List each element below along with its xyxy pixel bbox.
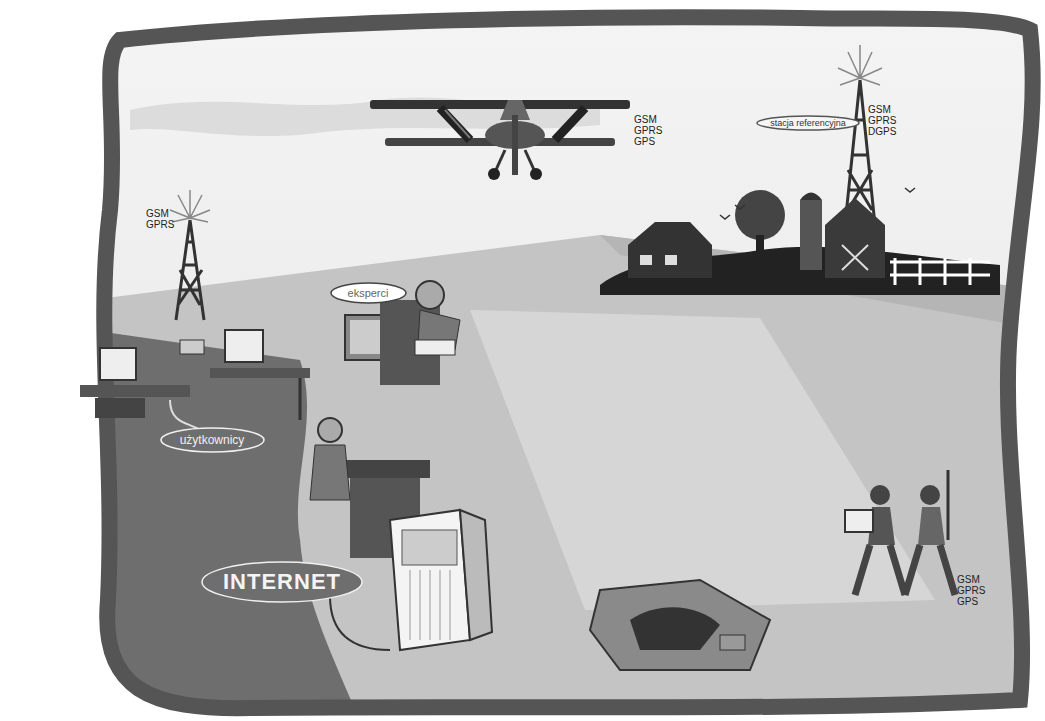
farm-part [842, 245, 868, 270]
field-survey-people-part [845, 510, 873, 532]
field-survey-people-part [855, 545, 905, 595]
experts-desk-part [416, 281, 444, 309]
antenna-tower-left [170, 190, 210, 320]
network-label: GSM GPRS GPS [957, 574, 985, 607]
farm-part [628, 222, 712, 278]
field-survey-people-part [947, 470, 950, 540]
field-survey-people-part [905, 545, 955, 595]
oval-label: INTERNET [201, 561, 363, 603]
farm-part [665, 255, 677, 265]
user-workstations-part [80, 385, 190, 397]
oval-text: eksperci [348, 287, 389, 299]
light-cone [470, 310, 935, 610]
server-part [390, 510, 470, 650]
oval-label: eksperci [330, 282, 407, 304]
soil-sampling-part [590, 580, 770, 670]
antenna-tower-left-part [170, 190, 210, 222]
oval-text: stacja referencyjna [770, 118, 846, 128]
server-part [330, 596, 390, 650]
airplane-part [440, 108, 470, 140]
experts-desk-part [415, 340, 455, 355]
farm-part [800, 193, 822, 201]
airplane [370, 100, 630, 180]
oval-text: użytkownicy [180, 433, 245, 447]
server-part [460, 510, 492, 640]
user-workstations-part [100, 348, 136, 380]
field-survey-people-part [920, 485, 940, 505]
antenna-tower-right-part [838, 45, 882, 85]
antenna-tower-left-part [176, 220, 204, 320]
oval-shape [331, 283, 406, 303]
airplane-part [488, 168, 500, 180]
user-workstations-part [225, 330, 263, 362]
network-label: GSM GPRS [146, 208, 174, 230]
oval-shape [161, 428, 264, 452]
farm-part [895, 258, 970, 285]
farm [600, 188, 1000, 295]
soil-sampling [590, 580, 770, 670]
farm-part [640, 255, 652, 265]
field-survey-people [845, 470, 955, 595]
field-survey-people-part [918, 507, 945, 545]
user-workstations-part [210, 368, 310, 378]
airplane-part [370, 100, 630, 109]
oval-shape [202, 562, 362, 602]
farm-part [890, 262, 990, 275]
user-workstations-part [299, 378, 302, 420]
experts-desk-part [310, 445, 350, 500]
server-part [410, 570, 450, 640]
field [90, 235, 1045, 721]
field-survey-people-part [870, 485, 890, 505]
user-workstations-part [95, 398, 145, 418]
network-label: GSM GPRS GPS [634, 114, 662, 147]
user-workstations [80, 330, 310, 440]
network-label: GSM GPRS DGPS [868, 104, 896, 137]
farm-part [735, 190, 785, 240]
airplane-part [530, 168, 542, 180]
soil-sampling-part [720, 635, 745, 650]
oval-label: użytkownicy [160, 427, 265, 453]
oval-text: INTERNET [223, 569, 341, 595]
soil-sampling-part [630, 607, 720, 650]
farm-part [720, 188, 915, 219]
server-part [402, 530, 457, 565]
farm-part [756, 235, 764, 265]
airplane-part [445, 110, 470, 138]
frame [104, 17, 1032, 708]
airplane-part [555, 108, 585, 140]
airplane-part [512, 115, 518, 175]
farm-part [825, 198, 885, 278]
user-workstations-part [180, 340, 204, 354]
experts-desk-part [318, 418, 342, 442]
farm-part [800, 200, 822, 270]
oval-label: stacja referencyjna [756, 115, 860, 131]
oval-shape [757, 116, 859, 130]
